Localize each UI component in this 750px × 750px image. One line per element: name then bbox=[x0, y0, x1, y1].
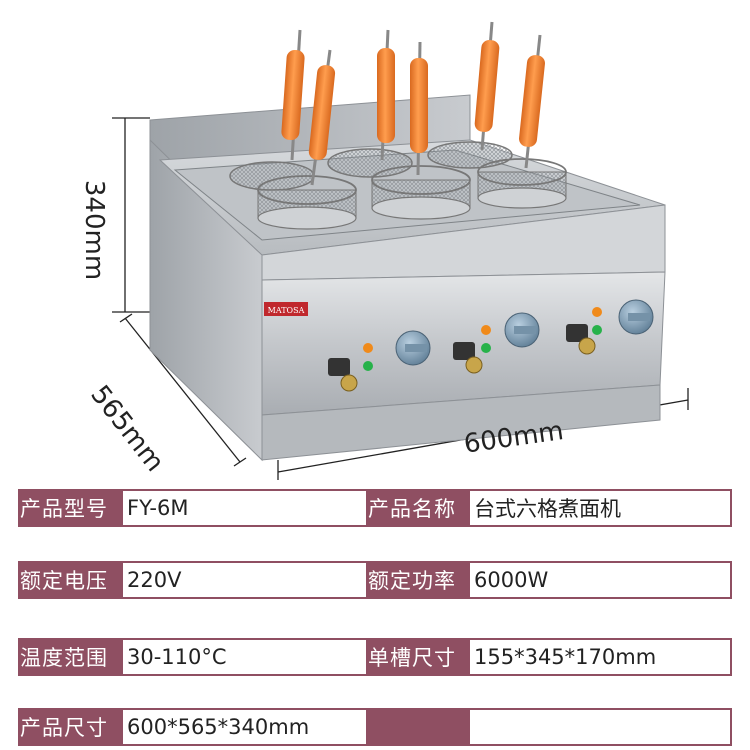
brand-logo: MATOSA bbox=[268, 306, 305, 315]
spec-value-temperature: 30-110°C bbox=[121, 638, 366, 676]
basket-group bbox=[229, 141, 567, 230]
height-dimension-label: 340mm bbox=[79, 179, 110, 281]
spec-value-empty bbox=[468, 708, 732, 746]
spec-label-power: 额定功率 bbox=[366, 561, 468, 599]
spec-label-voltage: 额定电压 bbox=[18, 561, 121, 599]
control-knobs bbox=[395, 299, 654, 366]
spec-value-model: FY-6M bbox=[121, 489, 366, 527]
spec-row-model: 产品型号 FY-6M 产品名称 台式六格煮面机 bbox=[18, 489, 732, 527]
drain-valves bbox=[328, 324, 596, 392]
spec-value-power: 6000W bbox=[468, 561, 732, 599]
spec-value-tank-size: 155*345*170mm bbox=[468, 638, 732, 676]
basket-handles bbox=[281, 21, 545, 186]
product-image: MATOSA bbox=[112, 21, 689, 480]
spec-value-product-size: 600*565*340mm bbox=[121, 708, 366, 746]
spec-row-voltage: 额定电压 220V 额定功率 6000W bbox=[18, 561, 732, 599]
spec-value-voltage: 220V bbox=[121, 561, 366, 599]
spec-value-product-name: 台式六格煮面机 bbox=[468, 489, 732, 527]
spec-row-temperature: 温度范围 30-110°C 单槽尺寸 155*345*170mm bbox=[18, 638, 732, 676]
spec-label-empty bbox=[366, 708, 468, 746]
brand-badge bbox=[264, 302, 308, 316]
spec-label-tank-size: 单槽尺寸 bbox=[366, 638, 468, 676]
spec-label-model: 产品型号 bbox=[18, 489, 121, 527]
spec-label-temperature: 温度范围 bbox=[18, 638, 121, 676]
spec-label-product-size: 产品尺寸 bbox=[18, 708, 121, 746]
spec-row-product-size: 产品尺寸 600*565*340mm bbox=[18, 708, 732, 746]
indicator-lights bbox=[363, 307, 602, 371]
spec-label-product-name: 产品名称 bbox=[366, 489, 468, 527]
